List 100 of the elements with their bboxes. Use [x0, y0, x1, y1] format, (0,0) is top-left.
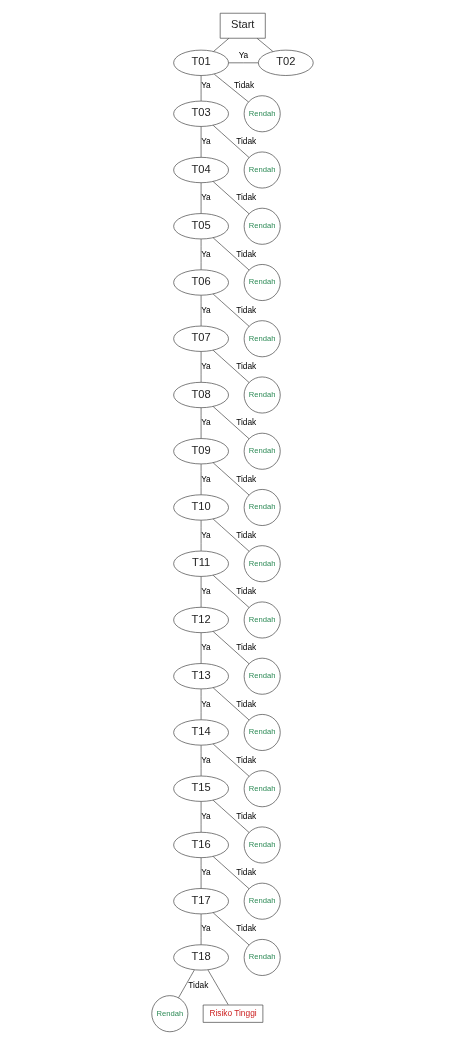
node-ellipse: T12 [172, 606, 229, 633]
node-ellipse: T15 [172, 775, 229, 802]
connector [213, 73, 249, 103]
edge-label: Ya [200, 698, 211, 709]
edge-label: Ya [200, 867, 211, 878]
edge-label: Ya [200, 192, 211, 203]
node-ellipse: T05 [172, 213, 229, 240]
node-ellipse: T09 [172, 438, 229, 465]
connector [212, 37, 229, 52]
edge-label: Tidak [235, 417, 256, 428]
connector [200, 913, 201, 945]
edge-label: Ya [200, 754, 211, 765]
connector [212, 574, 249, 608]
node-box: Risiko Tinggi [202, 1004, 263, 1023]
node-ellipse: T08 [172, 381, 229, 409]
connector [200, 463, 201, 495]
edge-label: Ya [200, 529, 211, 540]
edge-label: Tidak [235, 923, 256, 934]
edge-label: Ya [238, 50, 248, 61]
node-ellipse: T04 [172, 157, 229, 184]
connector [227, 62, 258, 64]
connector [212, 406, 249, 440]
node-ellipse: T11 [172, 550, 229, 577]
connector [200, 745, 201, 777]
connector [212, 799, 249, 833]
node-box: Start [219, 12, 266, 39]
connector [212, 124, 249, 158]
node-circle: Rendah [243, 95, 281, 133]
edge-label: Tidak [235, 586, 256, 597]
edge-label: Tidak [235, 810, 256, 821]
connector [200, 576, 201, 608]
connector [212, 181, 249, 215]
node-ellipse: T10 [172, 494, 229, 521]
node-circle: Rendah [150, 995, 188, 1033]
node-ellipse: T18 [172, 944, 229, 971]
node-circle: Rendah [243, 320, 281, 358]
edge-label: Tidak [235, 248, 256, 259]
edge-label: Tidak [235, 473, 256, 484]
node-circle: Rendah [243, 432, 281, 470]
edge-label: Ya [200, 810, 211, 821]
connector [212, 293, 249, 327]
connector [200, 295, 201, 327]
connector [212, 743, 249, 777]
edge-label: Tidak [235, 529, 256, 540]
connector [200, 126, 201, 158]
node-circle: Rendah [243, 545, 281, 583]
node-ellipse: T03 [172, 100, 229, 127]
connector [200, 857, 201, 889]
edge-label: Ya [200, 304, 211, 315]
edge-label: Ya [200, 248, 211, 259]
edge-label: Ya [200, 79, 211, 90]
node-ellipse: T01 [172, 49, 229, 76]
edge-label: Tidak [233, 79, 254, 90]
connector [212, 687, 249, 721]
connector [200, 688, 201, 720]
connector [177, 969, 195, 999]
node-circle: Rendah [243, 601, 281, 639]
edge-label: Tidak [235, 754, 256, 765]
edge-label: Tidak [187, 979, 208, 990]
node-ellipse: T06 [172, 269, 229, 296]
node-circle: Rendah [243, 882, 281, 920]
connector [256, 37, 273, 52]
connector [200, 520, 201, 552]
node-ellipse: T14 [172, 719, 229, 746]
connector [212, 912, 249, 946]
edge-label: Tidak [235, 867, 256, 878]
connector [200, 801, 201, 833]
connector [212, 518, 249, 552]
connector [212, 856, 249, 890]
connector [212, 631, 249, 665]
node-circle: Rendah [243, 770, 281, 808]
connector [200, 632, 201, 664]
node-circle: Rendah [243, 207, 281, 245]
edge-label: Tidak [235, 136, 256, 147]
connector [200, 182, 201, 214]
connector [200, 351, 201, 383]
edge-label: Tidak [235, 361, 256, 372]
node-ellipse: T13 [172, 663, 229, 690]
node-circle: Rendah [243, 826, 281, 864]
node-circle: Rendah [243, 489, 281, 526]
node-ellipse: T07 [172, 325, 229, 352]
connector [212, 462, 249, 496]
connector [200, 407, 201, 439]
connector [200, 238, 201, 271]
edge-label: Tidak [235, 642, 256, 653]
node-circle: Rendah [243, 264, 281, 301]
connector [207, 969, 229, 1006]
node-circle: Rendah [243, 151, 281, 189]
edge-label: Ya [200, 642, 211, 653]
edge-label: Ya [200, 136, 211, 147]
connector [200, 75, 201, 102]
edge-label: Tidak [235, 192, 256, 203]
node-circle: Rendah [243, 657, 281, 695]
node-circle: Rendah [243, 714, 281, 751]
connector [212, 349, 249, 383]
edge-label: Ya [200, 361, 211, 372]
edge-label: Tidak [235, 304, 256, 315]
node-circle: Rendah [243, 376, 281, 414]
edge-label: Ya [200, 473, 211, 484]
node-circle: Rendah [243, 939, 281, 976]
